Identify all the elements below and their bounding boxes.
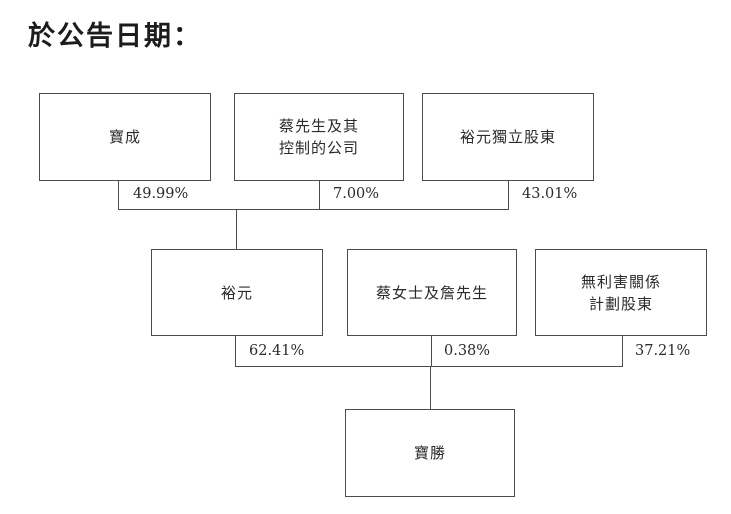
connector-stub-baocheng	[118, 181, 119, 210]
connector-drop-to-yuyuan	[236, 209, 237, 250]
percent-label-baocheng-to-yuyuan: 49.99%	[133, 186, 189, 202]
node-yuyuan-independent-shareholders-label: 裕元獨立股東	[459, 128, 556, 146]
connector-bus-upper	[118, 209, 508, 210]
connector-bus-lower	[235, 366, 623, 367]
connector-stub-yuyuan-independent	[508, 181, 509, 210]
node-yuyuan[interactable]: 裕元	[151, 249, 323, 336]
connector-stub-uninterested	[622, 336, 623, 367]
page-title: 於公告日期：	[28, 21, 202, 52]
percent-label-yuyuan-to-baosheng: 62.41%	[249, 343, 305, 359]
percent-label-uninterested-to-baosheng: 37.21%	[635, 343, 691, 359]
node-ms-cai-and-mr-zhan-label: 蔡女士及詹先生	[375, 283, 488, 302]
node-baosheng-label: 寶勝	[413, 444, 446, 462]
connector-stub-ms-cai-mr-zhan	[431, 336, 432, 367]
node-baocheng[interactable]: 寶成	[39, 93, 211, 181]
percent-label-mr-cai-to-yuyuan: 7.00%	[333, 186, 380, 202]
node-ms-cai-and-mr-zhan[interactable]: 蔡女士及詹先生	[347, 249, 517, 336]
connector-drop-to-baosheng	[430, 366, 431, 410]
node-baocheng-label: 寶成	[108, 128, 141, 146]
connector-stub-yuyuan-lower	[235, 336, 236, 367]
node-baosheng[interactable]: 寶勝	[345, 409, 515, 497]
node-mr-cai-and-controlled-companies[interactable]: 蔡先生及其 控制的公司	[234, 93, 404, 181]
node-uninterested-scheme-shareholders-label: 無利害關係 計劃股東	[580, 272, 661, 313]
node-yuyuan-label: 裕元	[220, 283, 253, 302]
connector-stub-mr-cai	[319, 181, 320, 210]
node-uninterested-scheme-shareholders[interactable]: 無利害關係 計劃股東	[535, 249, 707, 336]
percent-label-ms-cai-mr-zhan-to-baosheng: 0.38%	[444, 343, 491, 359]
node-mr-cai-and-controlled-companies-label: 蔡先生及其 控制的公司	[278, 117, 359, 157]
percent-label-yuyuan-independent-to-yuyuan: 43.01%	[522, 186, 578, 202]
node-yuyuan-independent-shareholders[interactable]: 裕元獨立股東	[422, 93, 594, 181]
